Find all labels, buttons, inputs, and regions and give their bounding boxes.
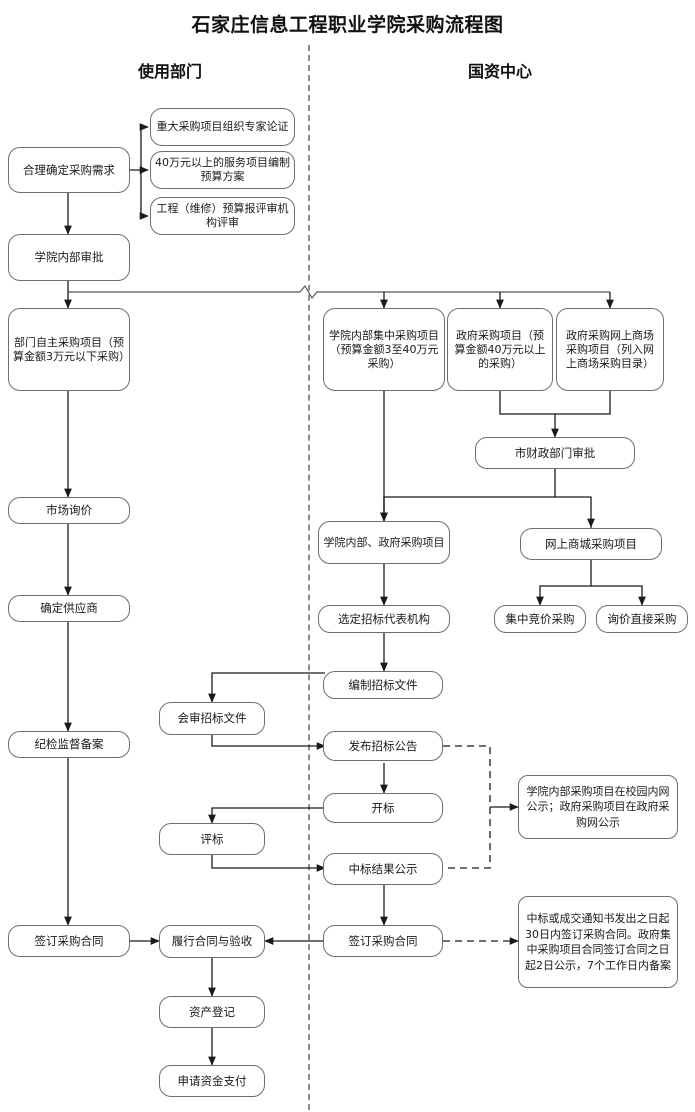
node-direct-inquiry[interactable]: 询价直接采购 bbox=[596, 605, 688, 633]
note-publicity: 学院内部采购项目在校园内网公示；政府采购项目在政府采购网公示 bbox=[518, 775, 678, 839]
node-expert-review[interactable]: 重大采购项目组织专家论证 bbox=[150, 108, 295, 146]
lane-divider bbox=[308, 45, 310, 1110]
lane-label-left: 使用部门 bbox=[137, 62, 202, 81]
node-budget-plan[interactable]: 40万元以上的服务项目编制预算方案 bbox=[150, 151, 295, 189]
node-publish-notice[interactable]: 发布招标公告 bbox=[323, 731, 443, 761]
node-need[interactable]: 合理确定采购需求 bbox=[8, 147, 130, 193]
node-perform-contract[interactable]: 履行合同与验收 bbox=[159, 925, 265, 958]
node-school-central[interactable]: 学院内部集中采购项目（预算金额3至40万元采购） bbox=[323, 308, 445, 391]
node-apply-payment[interactable]: 申请资金支付 bbox=[159, 1065, 265, 1097]
node-internal-gov-project[interactable]: 学院内部、政府采购项目 bbox=[318, 521, 450, 564]
node-gov-purchase[interactable]: 政府采购项目（预算金额40万元以上的采购） bbox=[447, 308, 553, 391]
node-online-mall-project[interactable]: 网上商城采购项目 bbox=[520, 528, 662, 560]
node-asset-register[interactable]: 资产登记 bbox=[159, 996, 265, 1028]
node-prepare-docs[interactable]: 编制招标文件 bbox=[323, 671, 443, 699]
node-review-docs[interactable]: 会审招标文件 bbox=[159, 702, 265, 735]
node-central-bidding[interactable]: 集中竞价采购 bbox=[494, 605, 586, 633]
node-result-publicity[interactable]: 中标结果公示 bbox=[323, 853, 443, 885]
note-contract: 中标或成交通知书发出之日起30日内签订采购合同。政府集中采购项目合同签订合同之日… bbox=[518, 896, 678, 988]
node-evaluate-bid[interactable]: 评标 bbox=[159, 823, 265, 855]
node-finance-approval[interactable]: 市财政部门审批 bbox=[475, 437, 635, 469]
page-title: 石家庄信息工程职业学院采购流程图 bbox=[191, 14, 504, 36]
node-sign-contract-right[interactable]: 签订采购合同 bbox=[323, 925, 443, 957]
node-market-inquiry[interactable]: 市场询价 bbox=[8, 497, 130, 524]
node-discipline-record[interactable]: 纪检监督备案 bbox=[8, 731, 130, 758]
node-select-agency[interactable]: 选定招标代表机构 bbox=[318, 605, 450, 633]
node-dept-self[interactable]: 部门自主采购项目（预算金额3万元以下采购） bbox=[8, 308, 130, 391]
node-internal-approval[interactable]: 学院内部审批 bbox=[8, 234, 130, 281]
lane-label-right: 国资中心 bbox=[467, 62, 532, 81]
node-gov-online-mall[interactable]: 政府采购网上商场采购项目（列入网上商场采购目录） bbox=[556, 308, 664, 391]
node-confirm-supplier[interactable]: 确定供应商 bbox=[8, 595, 130, 622]
node-engineering-review[interactable]: 工程（维修）预算报评审机构评审 bbox=[150, 197, 295, 235]
node-sign-contract-left[interactable]: 签订采购合同 bbox=[8, 925, 130, 957]
node-open-bid[interactable]: 开标 bbox=[323, 793, 443, 823]
